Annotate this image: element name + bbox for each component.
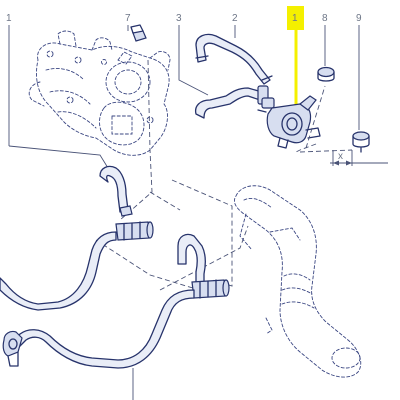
part-7-clip — [130, 24, 147, 42]
callout-2: 2 — [232, 13, 238, 24]
leader-6-to-hose — [8, 145, 109, 169]
end-fitting — [2, 330, 23, 367]
part-3-hose — [194, 85, 275, 119]
callout-9: 9 — [356, 13, 362, 24]
callout-1-highlight — [287, 6, 304, 30]
dimension-x-label: x — [338, 151, 343, 162]
callout-3: 3 — [176, 13, 182, 24]
callout-8: 8 — [322, 13, 328, 24]
dimension-x: x — [330, 150, 388, 166]
assembly-guides — [95, 59, 353, 293]
part-8-fastener — [317, 66, 335, 82]
part-9-fastener — [352, 131, 370, 153]
connector-right — [191, 279, 230, 299]
callout-7: 7 — [125, 13, 131, 24]
callout-6: 1 — [6, 13, 12, 24]
callout-1: 1 — [292, 13, 298, 24]
part-1-valve — [257, 95, 321, 149]
connector-left — [115, 221, 154, 241]
part-2-hose — [195, 33, 273, 85]
leader-3 — [178, 25, 209, 96]
air-intake-duct-phantom — [233, 185, 362, 378]
leader-lines — [8, 25, 360, 400]
engine-block-phantom — [28, 30, 171, 156]
part-6-hose-assembly — [0, 165, 230, 369]
